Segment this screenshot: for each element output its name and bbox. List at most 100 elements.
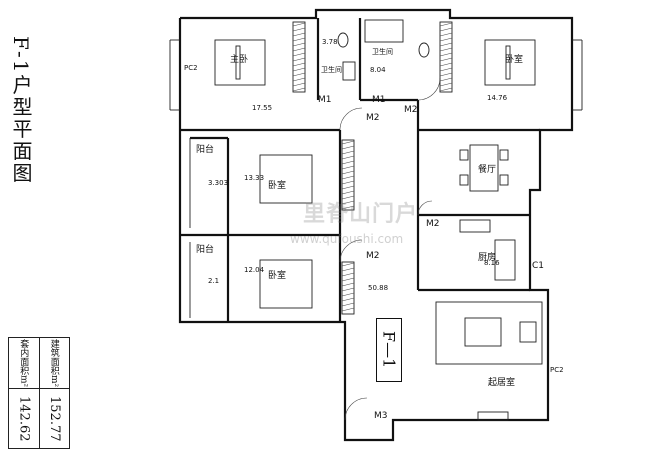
plan-title: F-1户型平面图 xyxy=(9,36,33,185)
wardrobe-hatch-line xyxy=(439,42,453,47)
wardrobe-hatch-line xyxy=(341,282,355,287)
mark-m1b: M1 xyxy=(372,95,386,105)
dim-50-88: 50.88 xyxy=(368,284,388,292)
beds xyxy=(214,39,536,309)
room-bedroom-ne: 卧室 xyxy=(505,53,523,65)
room-living: 起居室 xyxy=(488,376,515,388)
wardrobe-hatch-line xyxy=(292,52,306,57)
wardrobe-hatch-line xyxy=(292,82,306,87)
wardrobe-hatch-line xyxy=(341,170,355,175)
dim-2-1: 2.1 xyxy=(208,277,219,285)
sofa-set xyxy=(435,301,543,421)
wardrobe-hatch-line xyxy=(341,302,355,307)
room-balcony-1: 阳台 xyxy=(196,143,214,155)
room-bedroom-mid: 卧室 xyxy=(268,179,286,191)
area-header-gross: 建筑面积m² xyxy=(39,338,69,389)
wardrobe-hatch-line xyxy=(292,77,306,82)
dim-14-76: 14.76 xyxy=(487,94,508,102)
wardrobe-hatch-line xyxy=(341,175,355,180)
wardrobe-hatch-line xyxy=(292,32,306,37)
outer-walls xyxy=(169,8,583,442)
wardrobe-hatch-line xyxy=(341,155,355,160)
dim-17-55: 17.55 xyxy=(252,104,272,112)
interior-walls xyxy=(180,18,540,322)
mark-pc2-left: PC2 xyxy=(184,64,198,72)
dim-3-78: 3.78 xyxy=(322,38,338,46)
wardrobe-hatch-line xyxy=(292,22,306,27)
wardrobe-hatch-line xyxy=(341,195,355,200)
wardrobe-hatch-line xyxy=(439,72,453,77)
wardrobe-hatch-line xyxy=(341,145,355,150)
room-balcony-2: 阳台 xyxy=(196,243,214,255)
mark-m2b: M2 xyxy=(404,105,418,115)
wardrobe-hatch-line xyxy=(439,57,453,62)
room-master-bath-1: 卫生间 xyxy=(321,65,342,74)
wardrobe-hatch-line xyxy=(439,67,453,72)
area-table: 套内面积m² 142.62 建筑面积m² 152.77 xyxy=(8,337,70,449)
room-master-bed: 主卧 xyxy=(230,53,248,65)
unit-label: F—1 xyxy=(376,318,402,382)
wardrobe-hatch-line xyxy=(341,287,355,292)
wardrobe-hatch-line xyxy=(341,150,355,155)
wardrobe-hatch-line xyxy=(341,140,355,145)
wardrobe-hatch-line xyxy=(341,277,355,282)
area-value-inner: 142.62 xyxy=(16,395,32,442)
bath-fixtures xyxy=(337,19,430,81)
room-kitchen: 厨房 xyxy=(478,251,496,263)
room-master-bath-2: 卫生间 xyxy=(372,47,393,56)
wardrobe-hatch-line xyxy=(292,87,306,92)
wardrobe-hatch-line xyxy=(292,37,306,42)
wardrobe-hatch-line xyxy=(439,82,453,87)
mark-m1a: M1 xyxy=(318,95,332,105)
dim-12-04: 12.04 xyxy=(244,266,265,274)
dim-8-04: 8.04 xyxy=(370,66,386,74)
mark-c1: C1 xyxy=(532,261,544,271)
kitchen-counter xyxy=(459,219,516,281)
area-value-gross: 152.77 xyxy=(46,395,62,442)
wardrobe-hatch-line xyxy=(341,272,355,277)
wardrobe-hatch-line xyxy=(341,180,355,185)
dim-3-303: 3.303 xyxy=(208,179,228,187)
wardrobes xyxy=(292,21,453,315)
wardrobe-hatch-line xyxy=(341,205,355,210)
wardrobe-hatch-line xyxy=(292,62,306,67)
wardrobe-hatch-line xyxy=(439,52,453,57)
room-bedroom-sw: 卧室 xyxy=(268,269,286,281)
area-col-inner: 套内面积m² 142.62 xyxy=(9,338,40,448)
wardrobe-hatch-line xyxy=(439,32,453,37)
dim-8-16: 8.16 xyxy=(484,259,500,267)
wardrobe-hatch-line xyxy=(341,267,355,272)
wardrobe-hatch-line xyxy=(439,77,453,82)
room-labels: 主卧 卫生间 卫生间 卧室 餐厅 卧室 阳台 阳台 卧室 厨房 起居室 xyxy=(196,47,523,388)
wardrobe-hatch-line xyxy=(292,57,306,62)
wardrobe-hatch-line xyxy=(341,307,355,312)
wardrobe-hatch-line xyxy=(292,27,306,32)
area-header-inner: 套内面积m² xyxy=(9,338,39,389)
door-marks: M1 M1 M2 M2 M2 M2 M3 C1 PC2 PC2 xyxy=(184,64,564,421)
wardrobe-hatch-line xyxy=(341,165,355,170)
mark-m2c: M2 xyxy=(366,251,380,261)
mark-m2a: M2 xyxy=(366,113,380,123)
wardrobe-hatch-line xyxy=(439,37,453,42)
dining-table xyxy=(459,144,509,192)
wardrobe-hatch-line xyxy=(439,62,453,67)
room-dining: 餐厅 xyxy=(478,163,496,175)
wardrobe-hatch-line xyxy=(439,47,453,52)
mark-pc2-right: PC2 xyxy=(550,366,564,374)
wardrobe-hatch-line xyxy=(341,200,355,205)
wardrobe-hatch-line xyxy=(292,47,306,52)
watermark-url: www.qufoushi.com xyxy=(290,232,404,246)
mark-m2-kitchen: M2 xyxy=(426,219,440,229)
wardrobe-hatch-line xyxy=(341,297,355,302)
wardrobe-hatch-line xyxy=(292,67,306,72)
wardrobe-hatch-line xyxy=(439,87,453,92)
area-col-gross: 建筑面积m² 152.77 xyxy=(39,338,69,448)
wardrobe-hatch-line xyxy=(341,185,355,190)
wardrobe-hatch-line xyxy=(341,160,355,165)
wardrobe-hatch-line xyxy=(439,27,453,32)
dimension-labels: 17.55 3.78 8.04 14.76 13.33 50.88 8.16 1… xyxy=(208,38,508,292)
wardrobe-hatch-line xyxy=(341,292,355,297)
dim-13-33: 13.33 xyxy=(244,174,264,182)
mark-m3: M3 xyxy=(374,411,388,421)
